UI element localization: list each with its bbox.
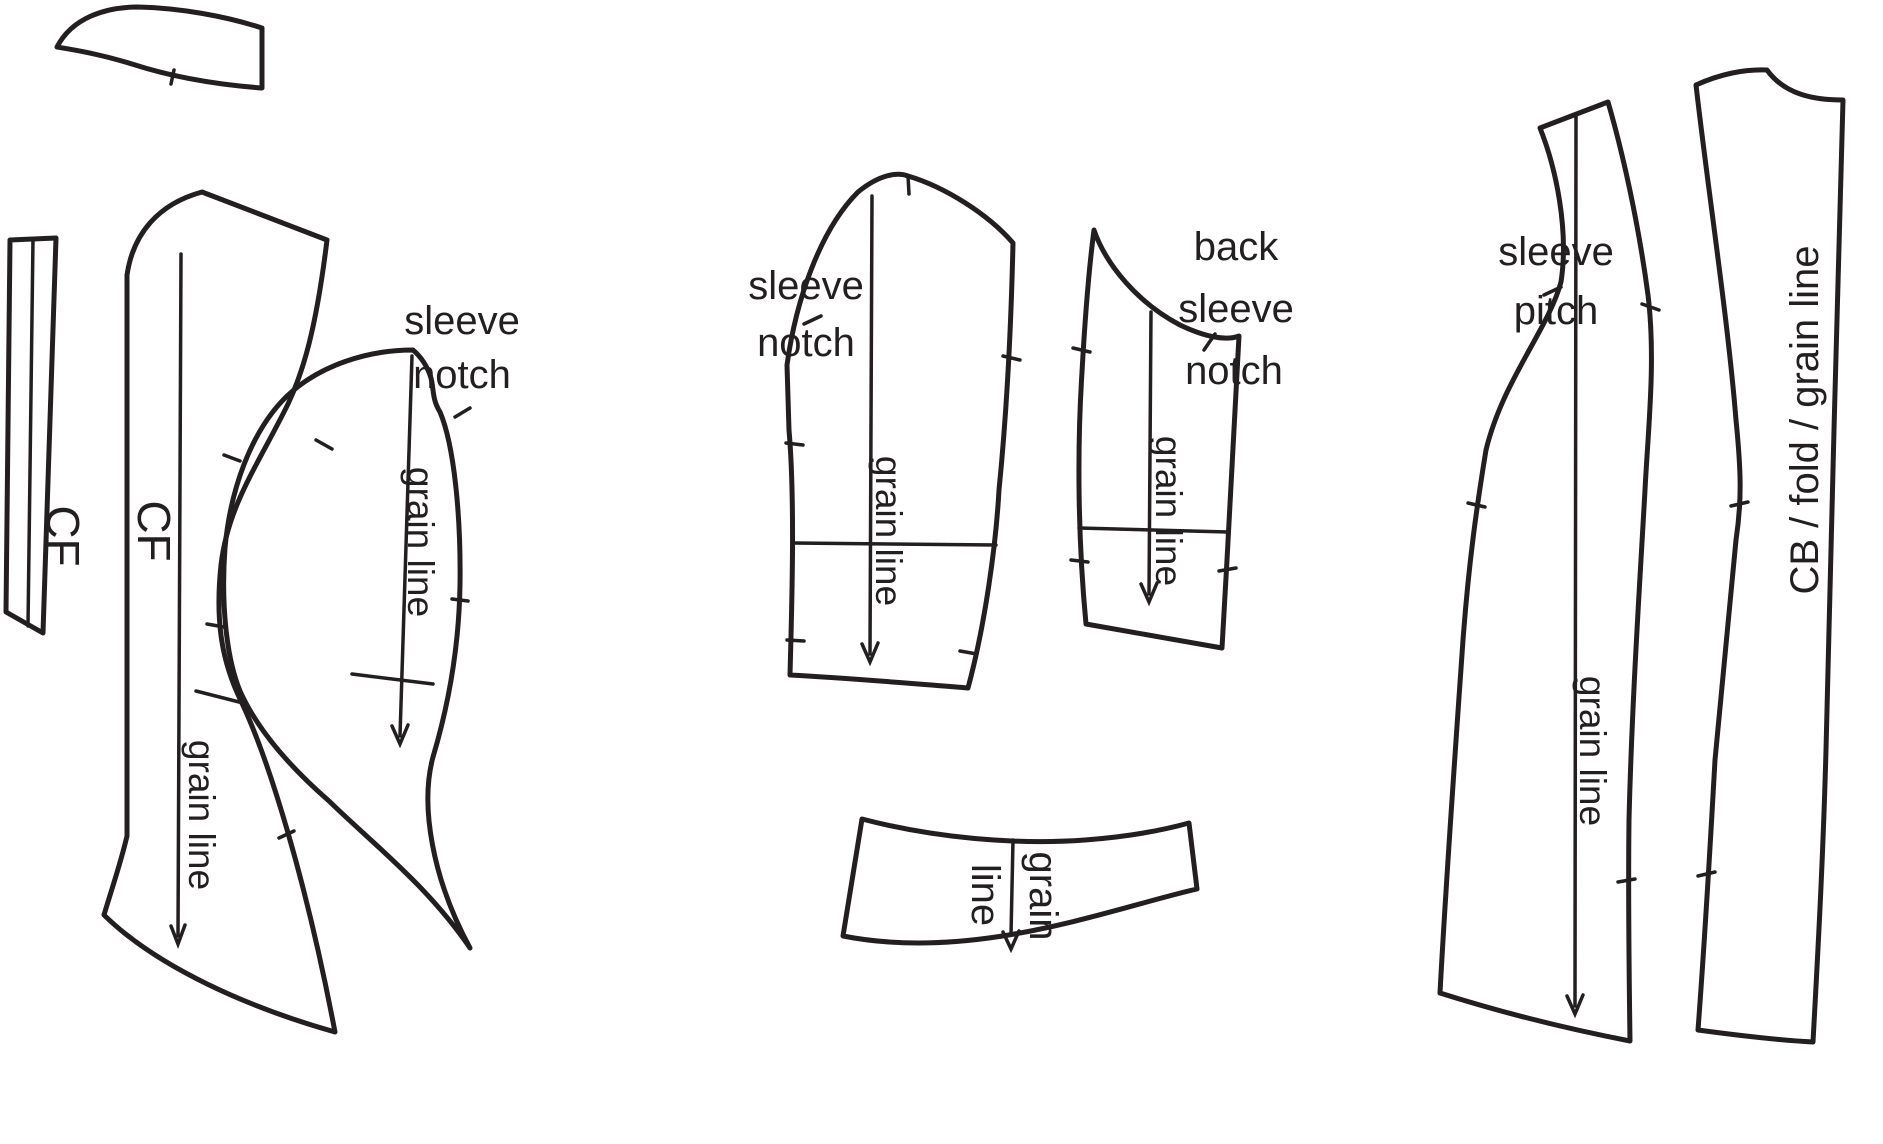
upper-sleeve-outline bbox=[784, 171, 1016, 691]
center-back-notch-tick-1 bbox=[1729, 500, 1750, 508]
center-front-grain-crossbar bbox=[194, 689, 245, 705]
hem-band-grain-arrowhead bbox=[1001, 929, 1021, 954]
cf-strip-label: CF bbox=[37, 505, 89, 566]
side-front-notch-tick-1 bbox=[453, 406, 472, 419]
upper-sleeve-grain-label: grain line bbox=[868, 456, 909, 606]
collar-notch-tick bbox=[169, 68, 176, 86]
side-back-grain-arrowhead bbox=[1565, 993, 1585, 1019]
under-sleeve-notch-label-line3: notch bbox=[1185, 349, 1283, 393]
under-sleeve-piece: back sleeve notch grain line bbox=[1069, 225, 1294, 651]
upper-sleeve-grain-arrowhead bbox=[860, 641, 880, 667]
side-back-pitch-tick bbox=[1542, 285, 1563, 297]
cf-strip-piece: CF bbox=[3, 235, 89, 636]
hem-band-piece: grain line bbox=[840, 816, 1200, 954]
upper-sleeve-elbow-line bbox=[791, 541, 998, 547]
upper-sleeve-back-tick bbox=[1001, 354, 1022, 362]
upper-sleeve-notch-tick bbox=[802, 314, 823, 326]
collar-outline bbox=[54, 4, 265, 91]
upper-sleeve-notch-label-line2: notch bbox=[757, 321, 855, 365]
side-front-notch-label-line1: sleeve bbox=[404, 299, 520, 343]
side-back-back-tick bbox=[1640, 302, 1661, 312]
upper-sleeve-grain-line bbox=[868, 194, 874, 656]
center-front-grain-line bbox=[176, 252, 183, 938]
center-back-notch-tick-2 bbox=[1696, 870, 1717, 878]
center-front-notch-tick-1 bbox=[222, 453, 242, 463]
upper-sleeve-notch-label-line1: sleeve bbox=[748, 264, 864, 308]
side-front-outline bbox=[221, 347, 473, 951]
collar-piece bbox=[54, 4, 265, 91]
under-sleeve-notch-label-line2: sleeve bbox=[1178, 287, 1294, 331]
under-sleeve-notch-label-line1: back bbox=[1194, 225, 1279, 269]
upper-sleeve-front-low-tick bbox=[785, 638, 806, 643]
center-front-grain-arrowhead bbox=[169, 923, 187, 949]
hem-band-grain-label-line2: line bbox=[963, 864, 1007, 926]
under-sleeve-grain-arrowhead bbox=[1139, 581, 1159, 607]
center-front-grain-label: grain line bbox=[181, 740, 222, 890]
side-back-grain-line bbox=[1573, 114, 1578, 1008]
side-front-grain-label: grain line bbox=[400, 467, 441, 617]
center-front-piece: CF grain line bbox=[101, 189, 338, 1035]
upper-sleeve-piece: sleeve notch grain line bbox=[748, 171, 1022, 691]
under-sleeve-front-tick bbox=[1071, 346, 1092, 354]
center-front-notch-tick-3 bbox=[277, 829, 296, 840]
under-sleeve-notch-tick bbox=[1202, 332, 1217, 352]
center-back-fold-label: CB / fold / grain line bbox=[1783, 245, 1827, 594]
cf-strip-outline bbox=[3, 235, 59, 636]
side-front-notch-tick-2 bbox=[314, 438, 334, 451]
under-sleeve-outline bbox=[1076, 227, 1242, 651]
side-back-side-tick bbox=[1466, 501, 1487, 509]
upper-sleeve-front-tick bbox=[784, 441, 805, 447]
side-front-piece: sleeve notch grain line bbox=[221, 299, 520, 951]
hem-band-grain-line bbox=[1009, 838, 1015, 937]
sleeve-pitch-label-line2: pitch bbox=[1514, 289, 1599, 333]
under-sleeve-front-low-tick bbox=[1069, 558, 1090, 564]
side-front-grain-arrowhead bbox=[390, 723, 410, 749]
center-front-cf-label: CF bbox=[128, 500, 180, 561]
upper-sleeve-cap-tick bbox=[906, 174, 911, 196]
upper-sleeve-back-low-tick bbox=[958, 649, 979, 656]
center-front-outline bbox=[101, 189, 338, 1035]
hem-band-outline bbox=[840, 816, 1200, 946]
cf-strip-fold-line bbox=[26, 237, 35, 628]
side-back-piece: sleeve pitch grain line bbox=[1437, 99, 1661, 1044]
sleeve-pitch-label-line1: sleeve bbox=[1498, 230, 1614, 274]
under-sleeve-back-low-tick bbox=[1217, 566, 1238, 573]
side-back-grain-label: grain line bbox=[1572, 676, 1613, 826]
side-front-notch-label-line2: notch bbox=[413, 353, 511, 397]
under-sleeve-grain-line bbox=[1147, 310, 1153, 596]
side-front-grain-line bbox=[398, 354, 414, 738]
side-back-outline bbox=[1437, 99, 1654, 1044]
under-sleeve-grain-label: grain line bbox=[1148, 436, 1189, 586]
side-front-notch-tick-3 bbox=[450, 597, 470, 603]
center-back-piece: CB / fold / grain line bbox=[1693, 67, 1846, 1045]
side-front-grain-crossbar bbox=[350, 672, 435, 686]
center-front-notch-tick-2 bbox=[205, 622, 226, 629]
side-back-back-low-tick bbox=[1616, 877, 1637, 884]
center-back-outline bbox=[1693, 67, 1846, 1045]
under-sleeve-elbow-line bbox=[1077, 526, 1230, 534]
hem-band-grain-label-line1: grain bbox=[1021, 852, 1065, 941]
